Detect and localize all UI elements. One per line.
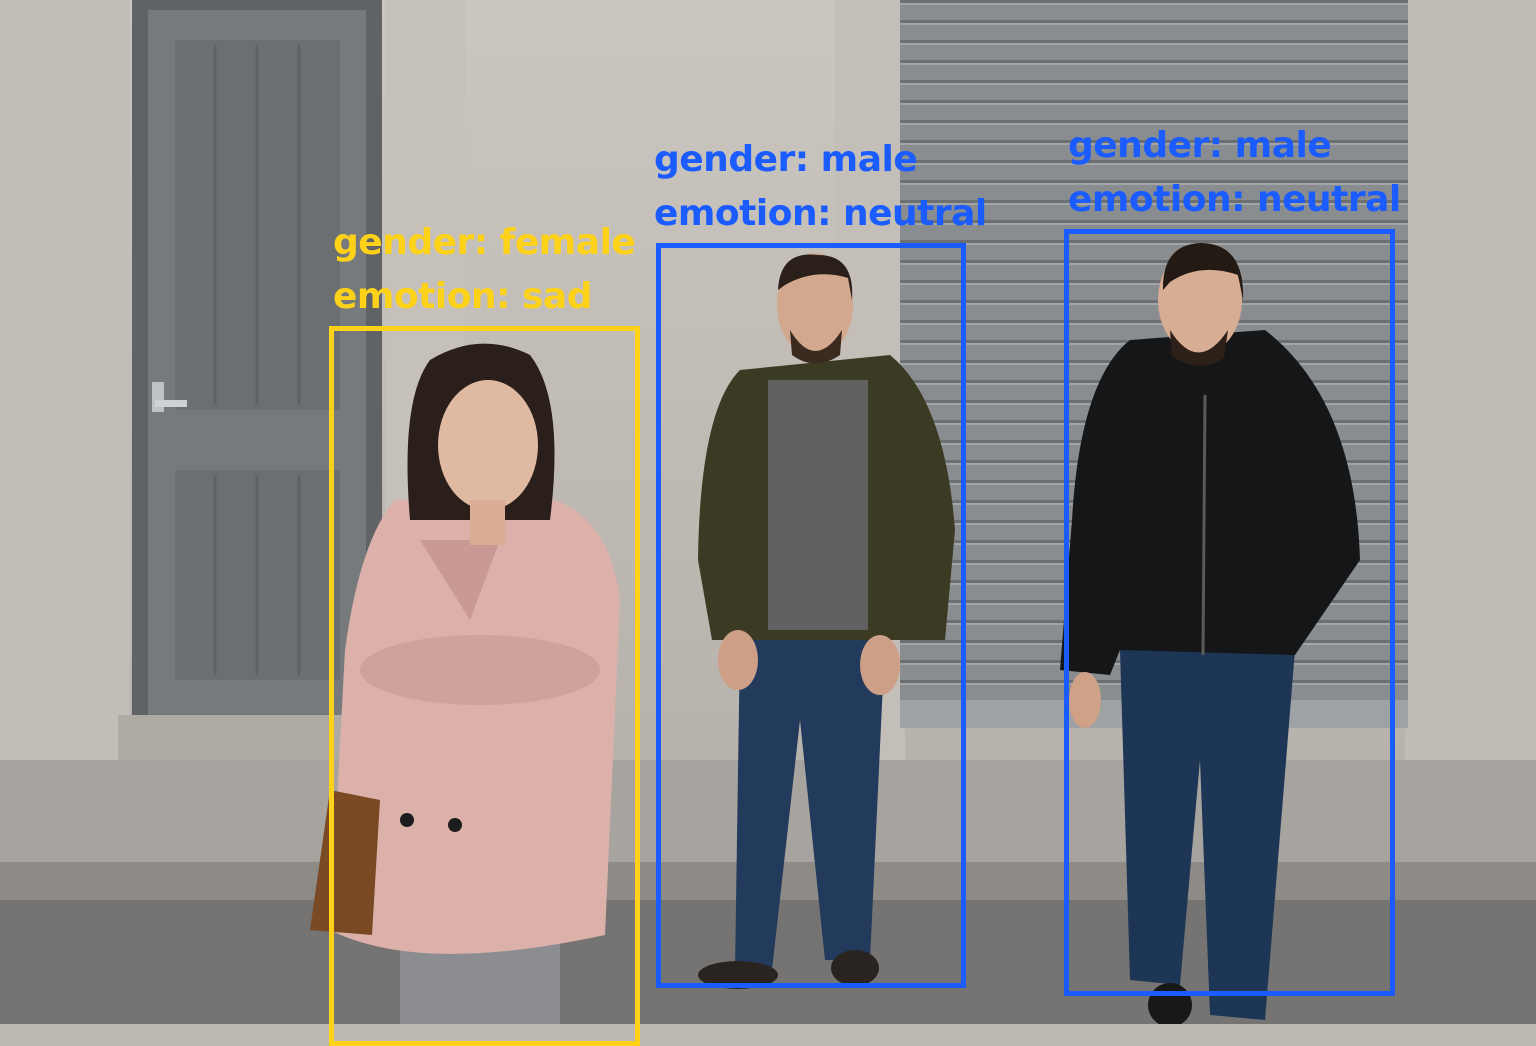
detection-label-female: gender: female emotion: sad — [333, 216, 636, 324]
detection-box-female — [329, 326, 640, 1046]
woman-figure — [310, 343, 620, 1024]
detection-label-male-1: gender: male emotion: neutral — [654, 133, 987, 241]
gender-label: gender: female — [333, 222, 636, 263]
street-scene-photo — [0, 0, 1536, 1024]
gender-label: gender: male — [1068, 125, 1332, 166]
detection-box-male-1 — [656, 243, 966, 988]
detection-label-male-2: gender: male emotion: neutral — [1068, 119, 1401, 227]
emotion-label: emotion: neutral — [654, 193, 987, 234]
man-black-jacket-figure — [1060, 243, 1360, 1024]
grey-door — [132, 0, 382, 725]
emotion-label: emotion: sad — [333, 276, 593, 317]
gender-label: gender: male — [654, 139, 918, 180]
detection-box-male-2 — [1064, 229, 1395, 996]
wall-pilaster — [0, 0, 130, 760]
man-olive-jacket-figure — [698, 253, 955, 989]
emotion-label: emotion: neutral — [1068, 179, 1401, 220]
